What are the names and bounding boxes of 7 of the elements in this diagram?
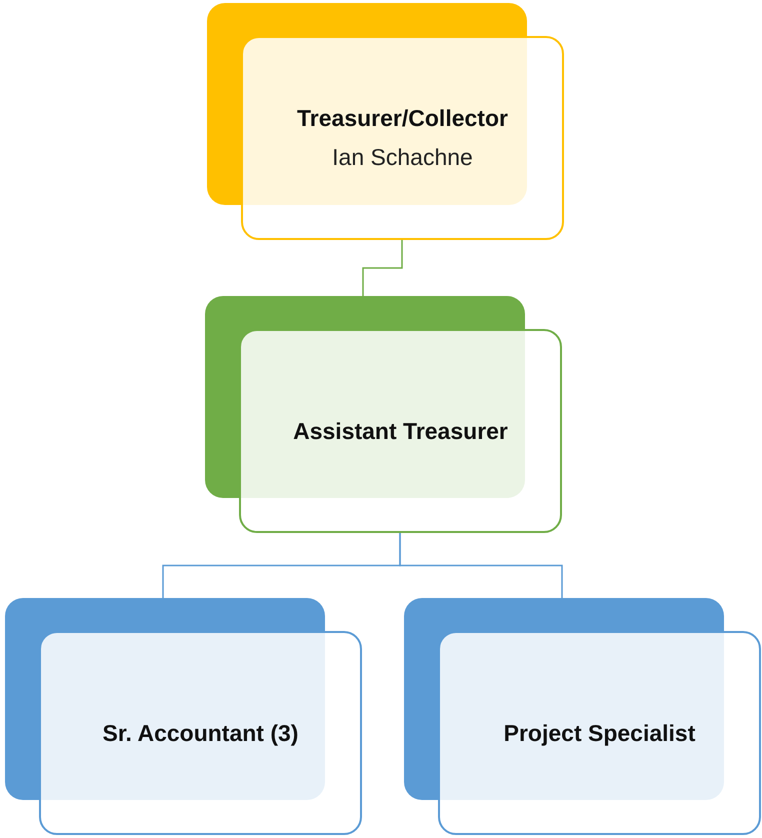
position-title: Assistant Treasurer — [293, 418, 508, 444]
connector-line — [399, 533, 563, 598]
person-name: Ian Schachne — [332, 144, 473, 171]
position-title: Sr. Accountant (3) — [102, 720, 298, 746]
position-title: Project Specialist — [504, 720, 696, 746]
position-title: Treasurer/Collector — [297, 105, 508, 132]
connector-line — [362, 240, 403, 296]
